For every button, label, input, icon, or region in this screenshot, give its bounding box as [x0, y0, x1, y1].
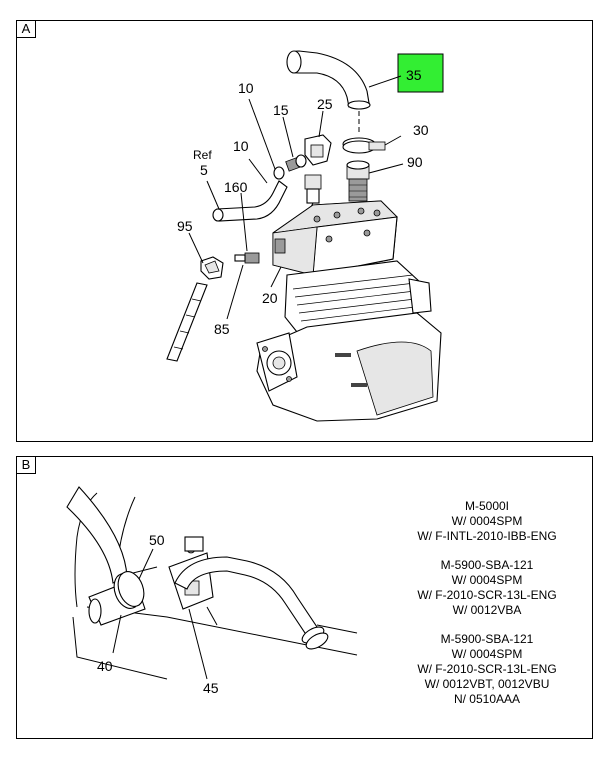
tube-20[interactable] [304, 174, 322, 204]
hose-clamp-30[interactable] [342, 137, 386, 154]
hose-5[interactable] [212, 180, 288, 222]
note-line: N/ 0510AAA [453, 692, 521, 706]
air-compressor [256, 200, 442, 422]
note-line: W/ F-2010-SCR-13L-ENG [417, 588, 557, 602]
note-line: M-5000I [464, 499, 510, 513]
discharge-tube[interactable] [174, 556, 330, 652]
tee-fitting-25[interactable] [304, 134, 332, 166]
callout-5[interactable]: 5 [200, 162, 208, 178]
callout-160[interactable]: 160 [224, 179, 248, 195]
leader-160 [240, 192, 248, 252]
leader-35 [368, 75, 402, 88]
callout-ref: Ref [193, 148, 212, 162]
panel-a-tag: A [16, 20, 36, 38]
elbow-hose-35[interactable] [286, 50, 371, 110]
elbow-fitting-95[interactable] [200, 256, 224, 280]
panel-a-diagram: 35 30 90 25 15 10 10 Ref 5 160 95 85 20 [166, 50, 444, 422]
note-line: W/ F-INTL-2010-IBB-ENG [417, 529, 557, 543]
leader-15 [282, 116, 294, 158]
callout-90[interactable]: 90 [407, 154, 423, 170]
note-line: W/ 0004SPM [451, 647, 523, 661]
note-line: W/ F-2010-SCR-13L-ENG [417, 662, 557, 676]
callout-15[interactable]: 15 [273, 102, 289, 118]
callout-45[interactable]: 45 [203, 680, 219, 696]
callout-20[interactable]: 20 [262, 290, 278, 306]
ring-10[interactable] [273, 166, 285, 180]
note-line: W/ 0012VBT, 0012VBU [424, 677, 550, 691]
callout-50[interactable]: 50 [149, 532, 165, 548]
callout-35[interactable]: 35 [406, 67, 422, 83]
callout-30[interactable]: 30 [413, 122, 429, 138]
note-line: M-5900-SBA-121 [440, 632, 534, 646]
fitting-90[interactable] [346, 160, 370, 202]
note-group-1: M-5000I W/ 0004SPM W/ F-INTL-2010-IBB-EN… [387, 499, 587, 544]
leader-10-top [248, 98, 276, 170]
callout-10-mid[interactable]: 10 [233, 138, 249, 154]
panel-b: B [16, 456, 593, 739]
note-line: W/ 0004SPM [451, 573, 523, 587]
leader-90 [368, 163, 404, 174]
note-group-3: M-5900-SBA-121 W/ 0004SPM W/ F-2010-SCR-… [387, 632, 587, 707]
tube-assembly[interactable] [166, 282, 208, 362]
callout-40[interactable]: 40 [97, 658, 113, 674]
note-line: W/ 0004SPM [451, 514, 523, 528]
callout-85[interactable]: 85 [214, 321, 230, 337]
highlight-box-35[interactable] [397, 53, 444, 93]
leader-25 [318, 110, 324, 138]
leader-95 [188, 232, 204, 264]
fitting-15[interactable] [285, 154, 307, 172]
leader-40 [112, 614, 122, 654]
fitting-160[interactable] [234, 252, 260, 264]
applicability-notes: M-5000I W/ 0004SPM W/ F-INTL-2010-IBB-EN… [387, 499, 587, 721]
note-group-2: M-5900-SBA-121 W/ 0004SPM W/ F-2010-SCR-… [387, 558, 587, 618]
panel-b-diagram: 50 40 45 [66, 486, 358, 696]
callout-25[interactable]: 25 [317, 96, 333, 112]
callout-95[interactable]: 95 [177, 218, 193, 234]
clamp-50[interactable] [110, 568, 149, 612]
leader-5 [206, 180, 220, 210]
leader-10-mid [248, 158, 268, 184]
note-line: W/ 0012VBA [452, 603, 522, 617]
leader-50 [138, 548, 154, 580]
leader-30 [384, 135, 402, 146]
leader-85 [226, 264, 244, 320]
panel-a: A [16, 20, 593, 442]
note-line: M-5900-SBA-121 [440, 558, 534, 572]
callout-10-top[interactable]: 10 [238, 80, 254, 96]
leader-45 [188, 608, 208, 680]
panel-b-tag: B [16, 456, 36, 474]
